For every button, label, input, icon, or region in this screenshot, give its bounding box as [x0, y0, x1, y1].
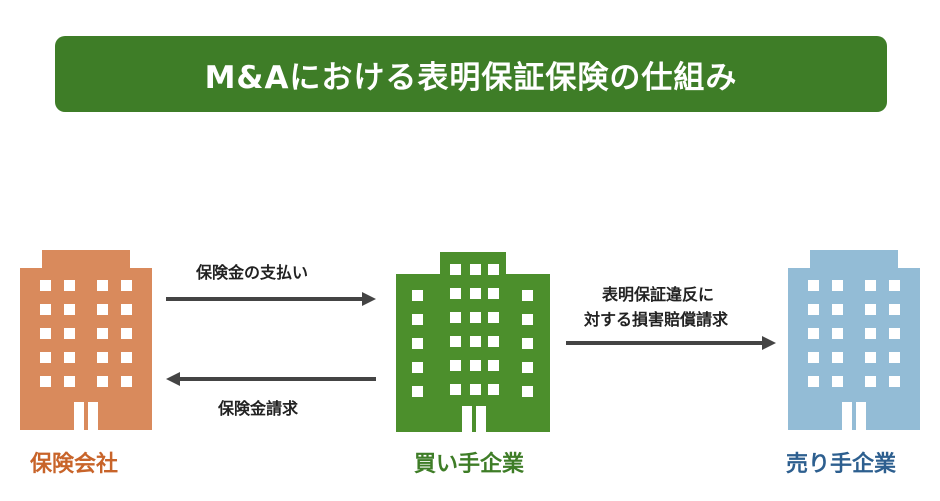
buyer-windows — [412, 264, 533, 397]
buyer-door-right — [476, 406, 486, 432]
insurer-building-icon — [20, 250, 152, 430]
breach-arrow — [566, 336, 776, 350]
seller-roof — [810, 250, 898, 270]
seller-building-icon — [788, 250, 920, 430]
insurer-roof — [42, 250, 130, 270]
breach-label-line1: 表明保証違反に — [602, 285, 715, 304]
title-banner: M&Aにおける表明保証保険の仕組み — [55, 36, 887, 112]
payout-label: 保険金の支払い — [196, 263, 309, 282]
seller-label: 売り手企業 — [786, 452, 897, 477]
buyer-label: 買い手企業 — [414, 452, 525, 477]
diagram-title: M&Aにおける表明保証保険の仕組み — [204, 59, 738, 96]
claim-label: 保険金請求 — [218, 399, 299, 418]
seller-door-left — [842, 402, 852, 430]
breach-label-line2: 対する損害賠償請求 — [584, 310, 729, 329]
payout-arrow — [166, 292, 376, 306]
insurer-body — [20, 268, 152, 430]
buyer-door-left — [462, 406, 472, 432]
insurer-windows — [40, 280, 132, 387]
seller-body — [788, 268, 920, 430]
claim-arrow — [166, 372, 376, 386]
insurer-door-left — [74, 402, 84, 430]
seller-windows — [808, 280, 900, 387]
buyer-building-icon — [396, 252, 550, 432]
insurer-door-right — [88, 402, 98, 430]
insurer-label: 保険会社 — [30, 452, 119, 477]
seller-door-right — [856, 402, 866, 430]
